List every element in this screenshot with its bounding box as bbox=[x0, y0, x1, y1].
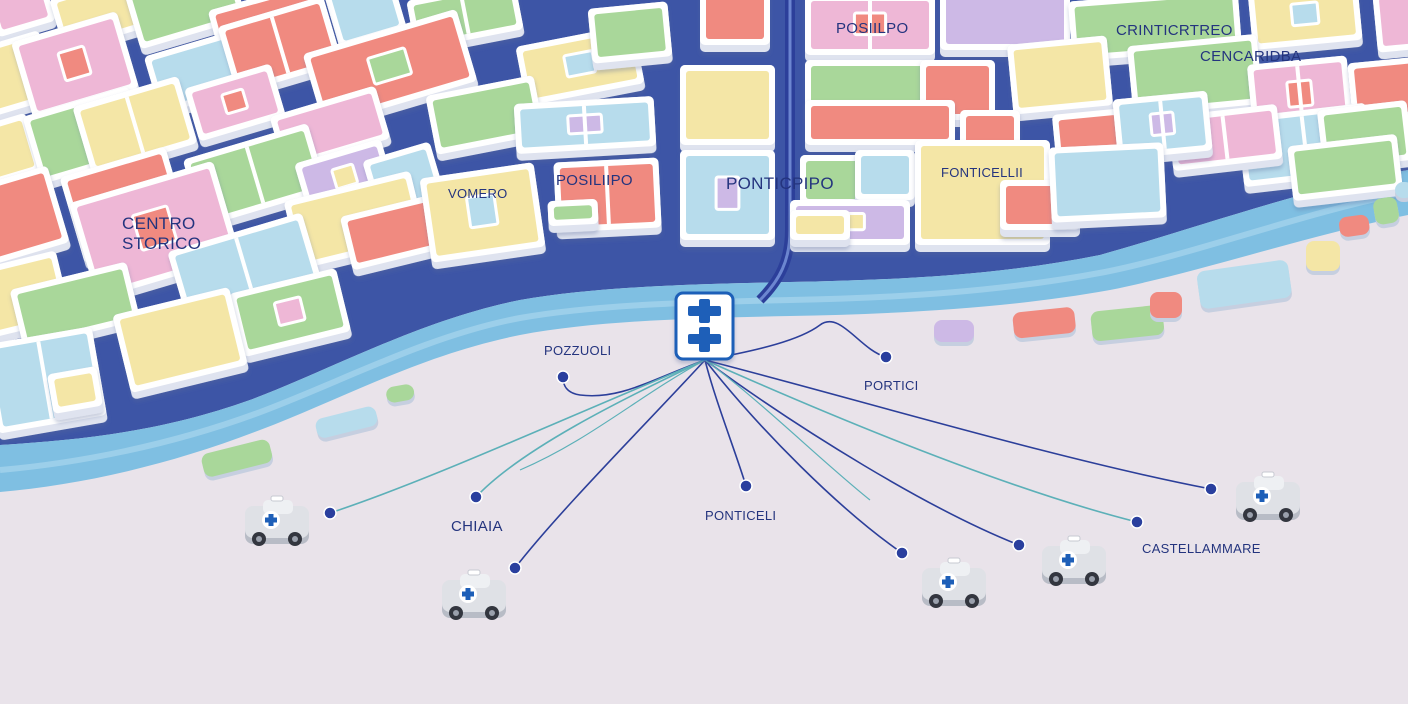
hospital-cross-icon bbox=[688, 299, 721, 352]
city-block bbox=[0, 0, 57, 43]
river bbox=[0, 170, 1408, 492]
route-endpoint[interactable] bbox=[879, 350, 893, 364]
route-endpoint[interactable] bbox=[469, 490, 483, 504]
city-block bbox=[340, 195, 446, 277]
place-label-castellammare: CASTELLAMMARE bbox=[1142, 541, 1261, 556]
district-label-crintic: CRINTICRTREO bbox=[1116, 22, 1233, 39]
route-endpoints bbox=[323, 350, 1218, 575]
ambulance-fleet bbox=[245, 471, 1300, 620]
shore-marker bbox=[1395, 182, 1408, 202]
city-block bbox=[790, 210, 850, 247]
place-label-ponticeli: PONTICELI bbox=[705, 508, 777, 523]
main-avenue-center bbox=[758, 0, 792, 302]
dispatch-route bbox=[519, 359, 706, 471]
shore-markers bbox=[201, 182, 1408, 481]
place-label-chiaia: CHIAIA bbox=[451, 518, 503, 535]
route-endpoint[interactable] bbox=[895, 546, 909, 560]
district-label-centro-storico-2: STORICO bbox=[122, 234, 202, 253]
city-block bbox=[805, 100, 955, 152]
shore-marker bbox=[1306, 241, 1340, 275]
shore-marker bbox=[1012, 307, 1077, 343]
ambulance-icon[interactable] bbox=[922, 557, 986, 608]
dispatch-route bbox=[514, 359, 706, 569]
city-block bbox=[1007, 35, 1114, 122]
city-block bbox=[513, 96, 657, 161]
dispatch-route bbox=[704, 359, 1212, 490]
district-label-vomero: VOMERO bbox=[448, 186, 508, 201]
district-label-cencar: CENCARIDBA bbox=[1200, 48, 1302, 65]
place-label-portici: PORTICI bbox=[864, 378, 919, 393]
shore-marker bbox=[934, 320, 974, 346]
city-block bbox=[0, 166, 71, 271]
hospital-hub[interactable] bbox=[674, 291, 735, 361]
city-block bbox=[10, 262, 142, 355]
city-block bbox=[680, 65, 775, 152]
route-endpoint[interactable] bbox=[739, 479, 753, 493]
dispatch-route bbox=[704, 321, 887, 361]
ambulance-icon[interactable] bbox=[442, 569, 506, 620]
city-block bbox=[1287, 134, 1404, 208]
route-endpoint[interactable] bbox=[508, 561, 522, 575]
shore-marker bbox=[315, 406, 379, 442]
city-block bbox=[426, 75, 546, 161]
shore-marker bbox=[1150, 292, 1182, 322]
dispatch-route bbox=[329, 359, 706, 514]
city-block bbox=[700, 0, 770, 52]
dispatch-route bbox=[704, 359, 747, 487]
route-endpoint[interactable] bbox=[1130, 515, 1144, 529]
city-block bbox=[547, 199, 599, 233]
city-block bbox=[680, 150, 775, 247]
dispatch-route bbox=[704, 359, 1020, 546]
city-block bbox=[1372, 0, 1408, 60]
shore-marker bbox=[1090, 305, 1165, 346]
dispatch-route bbox=[562, 359, 706, 397]
ambulance-icon[interactable] bbox=[1042, 535, 1106, 586]
route-endpoint[interactable] bbox=[1204, 482, 1218, 496]
dispatch-route bbox=[704, 359, 871, 501]
city-block bbox=[47, 366, 104, 421]
route-endpoint[interactable] bbox=[1012, 538, 1026, 552]
district-label-posilipo-center: POSILIIPO bbox=[556, 172, 633, 189]
city-block bbox=[1112, 91, 1213, 166]
city-block bbox=[229, 268, 352, 363]
dispatch-route bbox=[704, 359, 903, 554]
dispatch-route bbox=[704, 359, 1138, 523]
city-block bbox=[855, 150, 915, 207]
city-blocks bbox=[0, 0, 1408, 440]
shore-marker bbox=[1339, 214, 1371, 241]
city-block bbox=[805, 0, 935, 62]
shore-marker bbox=[1197, 260, 1292, 313]
shore-marker bbox=[1373, 197, 1400, 229]
district-label-ponticipo: PONTICPIPO bbox=[726, 174, 834, 193]
ambulance-icon[interactable] bbox=[245, 495, 309, 546]
city-block bbox=[113, 287, 249, 399]
district-label-centro-storico-1: CENTRO bbox=[122, 214, 196, 233]
city-block bbox=[1048, 142, 1167, 230]
dispatch-routes bbox=[329, 321, 1212, 569]
city-block bbox=[1247, 0, 1363, 57]
route-endpoint[interactable] bbox=[556, 370, 570, 384]
district-label-fonticelli: FONTICELLII bbox=[941, 165, 1024, 180]
shore-marker bbox=[386, 384, 415, 407]
city-block bbox=[588, 1, 673, 71]
place-label-pozzuoli: POZZUOLI bbox=[544, 343, 612, 358]
dispatch-route bbox=[475, 359, 706, 498]
district-label-posilipo-top: POSIILPO bbox=[836, 20, 909, 37]
city-block bbox=[73, 77, 199, 180]
river-highlight bbox=[0, 189, 1408, 473]
city-block bbox=[420, 162, 546, 270]
shore-marker bbox=[201, 439, 273, 481]
city-block bbox=[185, 64, 287, 148]
ambulance-icon[interactable] bbox=[1236, 471, 1300, 522]
route-endpoint[interactable] bbox=[323, 506, 337, 520]
